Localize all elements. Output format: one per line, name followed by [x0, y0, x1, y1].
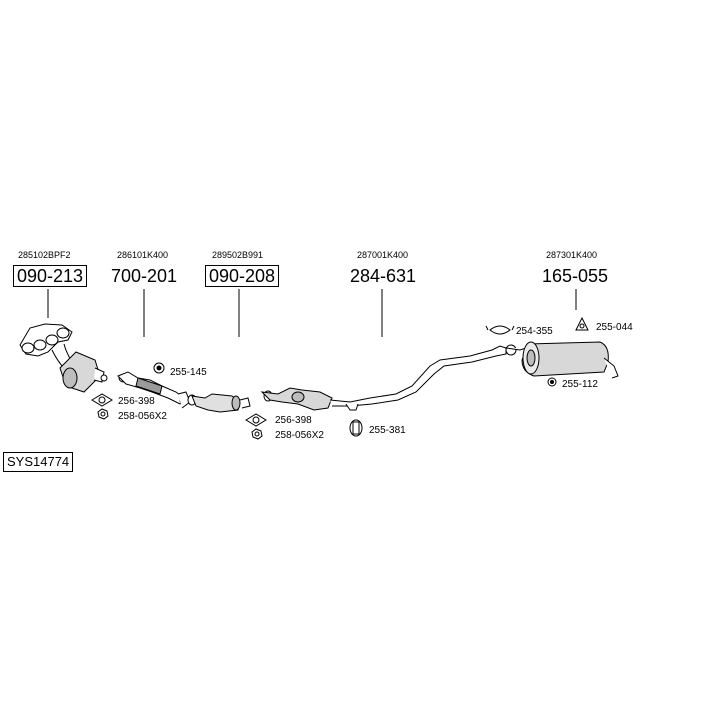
front-flex-pipe — [117, 371, 191, 409]
part-number-5[interactable]: 165-055 — [542, 266, 609, 286]
hanger-ring-icon — [547, 377, 557, 387]
nut-icon — [251, 428, 263, 440]
nut-icon — [97, 408, 109, 420]
rear-silencer — [505, 341, 619, 379]
callout-nut-258-056x2-front[interactable]: 258-056X2 — [118, 411, 167, 422]
callout-clamp-254-355[interactable]: 254-355 — [516, 326, 553, 337]
gasket-icon — [245, 413, 267, 427]
gasket-icon — [91, 393, 113, 407]
part-number-3[interactable]: 090-208 — [205, 265, 280, 287]
clamp-icon — [485, 325, 515, 335]
hanger-icon — [575, 316, 589, 331]
catalytic-converter — [187, 393, 251, 413]
oem-number-3: 289502B991 — [212, 250, 264, 260]
manifold-catalyst — [19, 323, 108, 393]
callout-mount-255-381[interactable]: 255-381 — [369, 425, 406, 436]
callout-hanger-255-044[interactable]: 255-044 — [596, 322, 633, 333]
oem-number-5: 287301K400 — [546, 250, 598, 260]
oem-number-1: 285102BPF2 — [18, 250, 71, 260]
callout-gasket-256-398-front[interactable]: 256-398 — [118, 396, 155, 407]
hanger-ring-icon — [153, 362, 165, 374]
callout-gasket-256-398-middle[interactable]: 256-398 — [275, 415, 312, 426]
callout-hanger-255-112[interactable]: 255-112 — [562, 379, 598, 390]
callout-nut-258-056x2-middle[interactable]: 258-056X2 — [275, 430, 324, 441]
system-code-label: SYS14774 — [3, 452, 74, 472]
rubber-mount-icon — [349, 419, 363, 437]
part-number-2[interactable]: 700-201 — [111, 266, 178, 286]
oem-number-2: 286101K400 — [117, 250, 169, 260]
oem-number-4: 287001K400 — [357, 250, 409, 260]
part-number-4[interactable]: 284-631 — [350, 266, 417, 286]
callout-hanger-255-145[interactable]: 255-145 — [170, 367, 207, 378]
part-number-1[interactable]: 090-213 — [13, 265, 88, 287]
middle-pipe-silencer — [260, 345, 507, 411]
